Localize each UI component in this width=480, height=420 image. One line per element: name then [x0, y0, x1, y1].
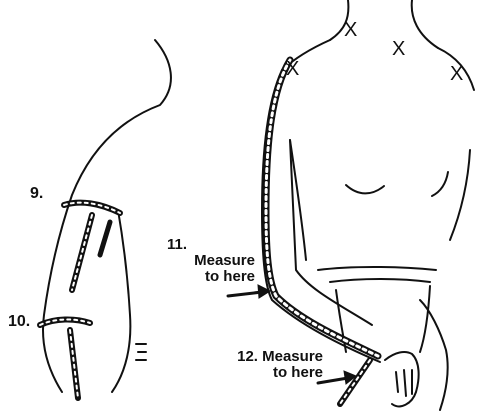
other-arm-forearm	[420, 300, 448, 410]
label-11: 11. Measure to here	[163, 237, 255, 284]
left-arm-outline-front	[112, 210, 130, 392]
label-11-number: 11.	[163, 237, 255, 253]
fingers	[396, 370, 412, 396]
left-arm-outline-back	[43, 40, 171, 392]
label-11-line2: to here	[163, 269, 255, 285]
label-11-line1: Measure	[163, 253, 255, 269]
waist-line-top	[318, 267, 436, 270]
bust-line-right	[432, 172, 448, 196]
arm-length-tape-inner	[266, 60, 378, 356]
label-9: 9.	[30, 186, 43, 203]
x-mark-right-shoulder: X	[450, 63, 463, 85]
label-12: 12. Measure to here	[228, 349, 323, 381]
arm-length-tape	[266, 60, 378, 356]
neck-right	[412, 0, 438, 48]
x-mark-left-shoulder: X	[286, 58, 299, 80]
x-mark-neck: X	[344, 19, 357, 41]
x-mark-center: X	[392, 38, 405, 60]
right-hand	[385, 352, 419, 406]
label-12-line2: to here	[228, 365, 323, 381]
upper-arm-tape-drop-2	[100, 222, 110, 255]
waist-line-bottom	[330, 279, 430, 282]
left-hand-detail	[136, 344, 146, 360]
arrow-11-shaft	[228, 292, 262, 296]
torso-right-side	[450, 150, 470, 240]
label-10: 10.	[8, 314, 30, 331]
bust-line	[346, 185, 384, 193]
label-12-line1: 12. Measure	[228, 349, 323, 365]
skirt-right	[420, 286, 430, 352]
